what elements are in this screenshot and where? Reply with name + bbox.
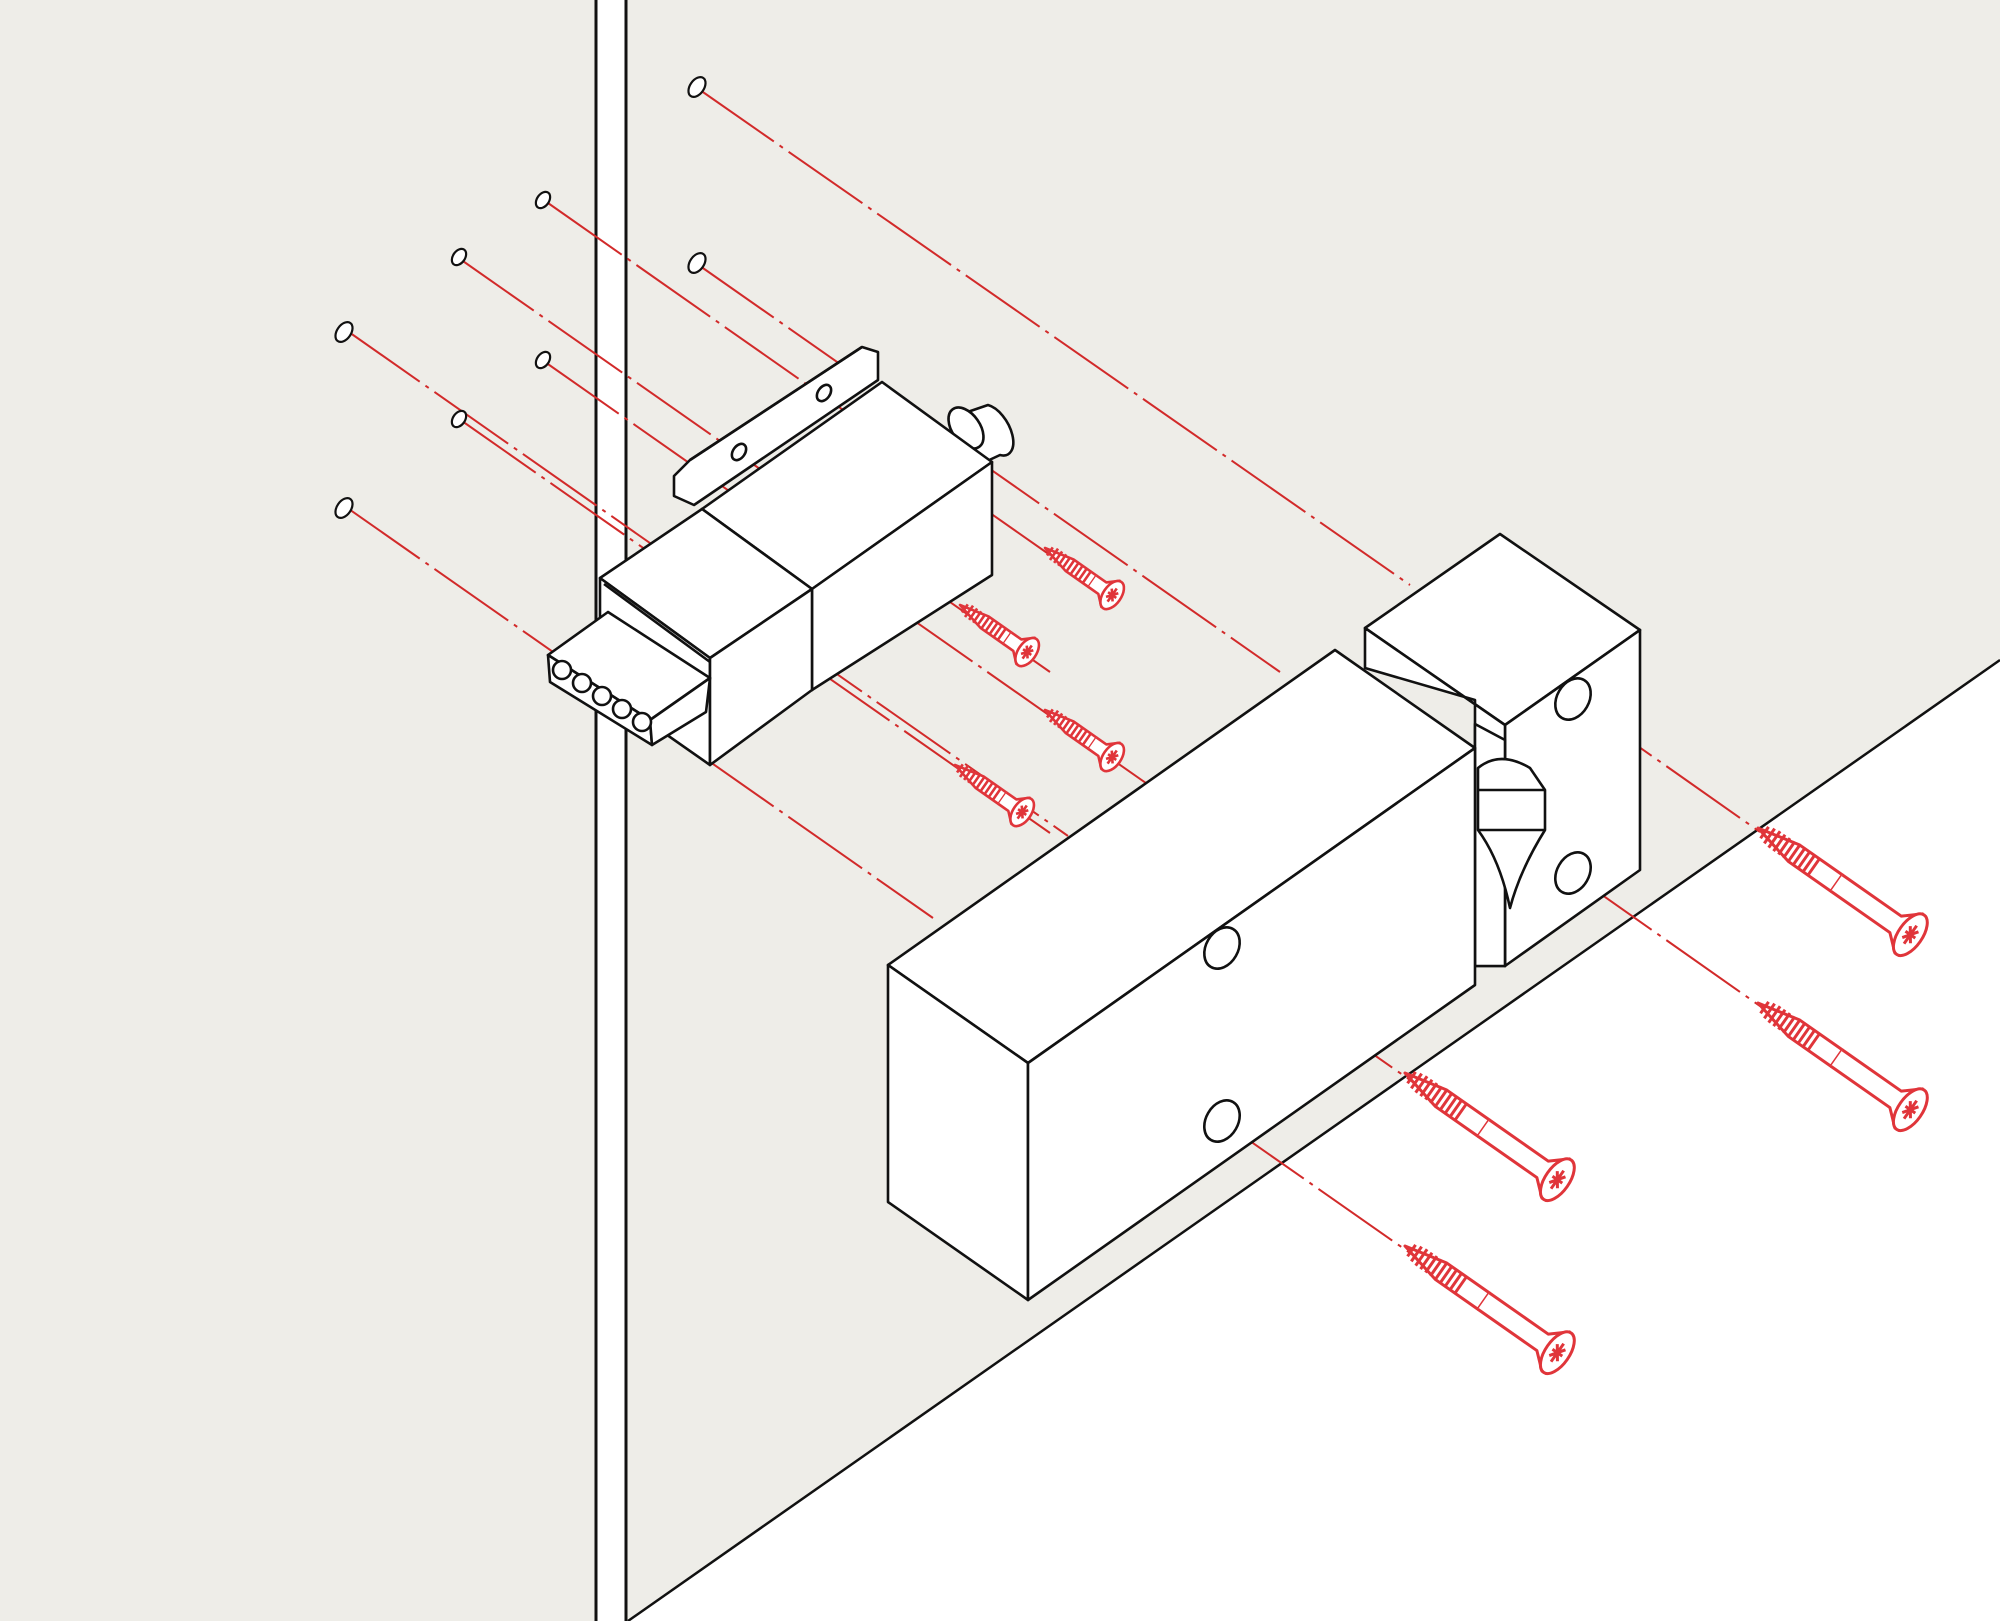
latch-bolt — [1476, 757, 1547, 910]
lock-body-hole — [1203, 1099, 1241, 1143]
guide-line — [459, 258, 1051, 673]
connector-pin — [591, 685, 613, 707]
hole — [534, 350, 552, 370]
plate-hole — [730, 442, 748, 462]
strike-hole — [1554, 677, 1592, 721]
hole — [687, 76, 707, 98]
guide-line — [1577, 877, 1761, 1007]
lock-body-side — [1026, 746, 1477, 1302]
connector-pin — [631, 711, 653, 733]
hole — [534, 190, 552, 210]
connector-pin — [551, 659, 573, 681]
plate-hole — [815, 383, 833, 403]
lock-body-hole — [1203, 926, 1241, 970]
floor-edge-line — [627, 658, 2000, 1621]
hole — [334, 321, 354, 343]
connector-pin — [611, 698, 633, 720]
hole — [450, 409, 468, 429]
cable-connector — [546, 610, 712, 747]
hole — [334, 497, 354, 519]
guide-line — [1229, 1126, 1421, 1261]
connector-pin — [571, 672, 593, 694]
connector-collar-side — [708, 587, 814, 767]
upper-lock-assembly — [546, 345, 1015, 767]
door-edge — [594, 0, 628, 1621]
hole — [450, 247, 468, 267]
lower-lock-body — [886, 648, 1477, 1302]
wall-holes — [334, 76, 707, 519]
lower-strike-block — [1363, 532, 1642, 968]
strike-hole — [1554, 851, 1592, 895]
hole — [687, 252, 707, 274]
guide-line — [699, 89, 1411, 586]
